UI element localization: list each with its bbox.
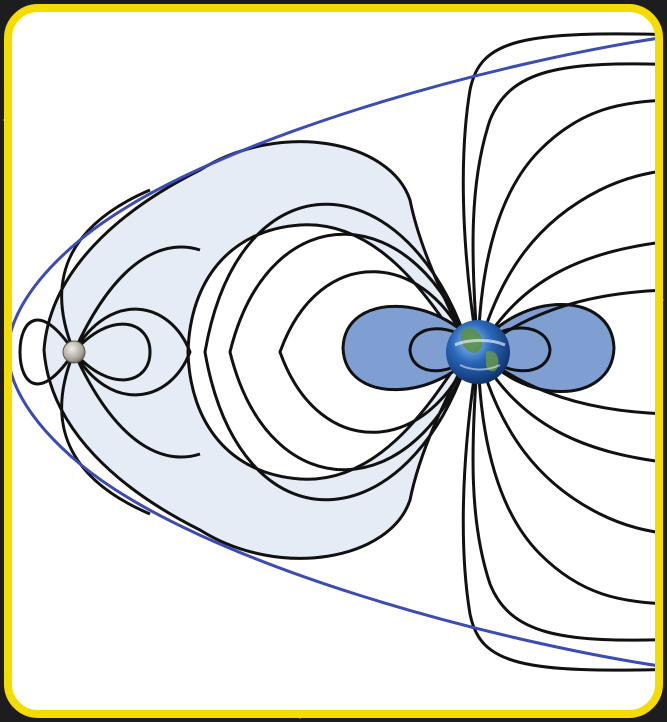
moon-icon — [63, 341, 85, 363]
earth-icon — [446, 320, 510, 384]
